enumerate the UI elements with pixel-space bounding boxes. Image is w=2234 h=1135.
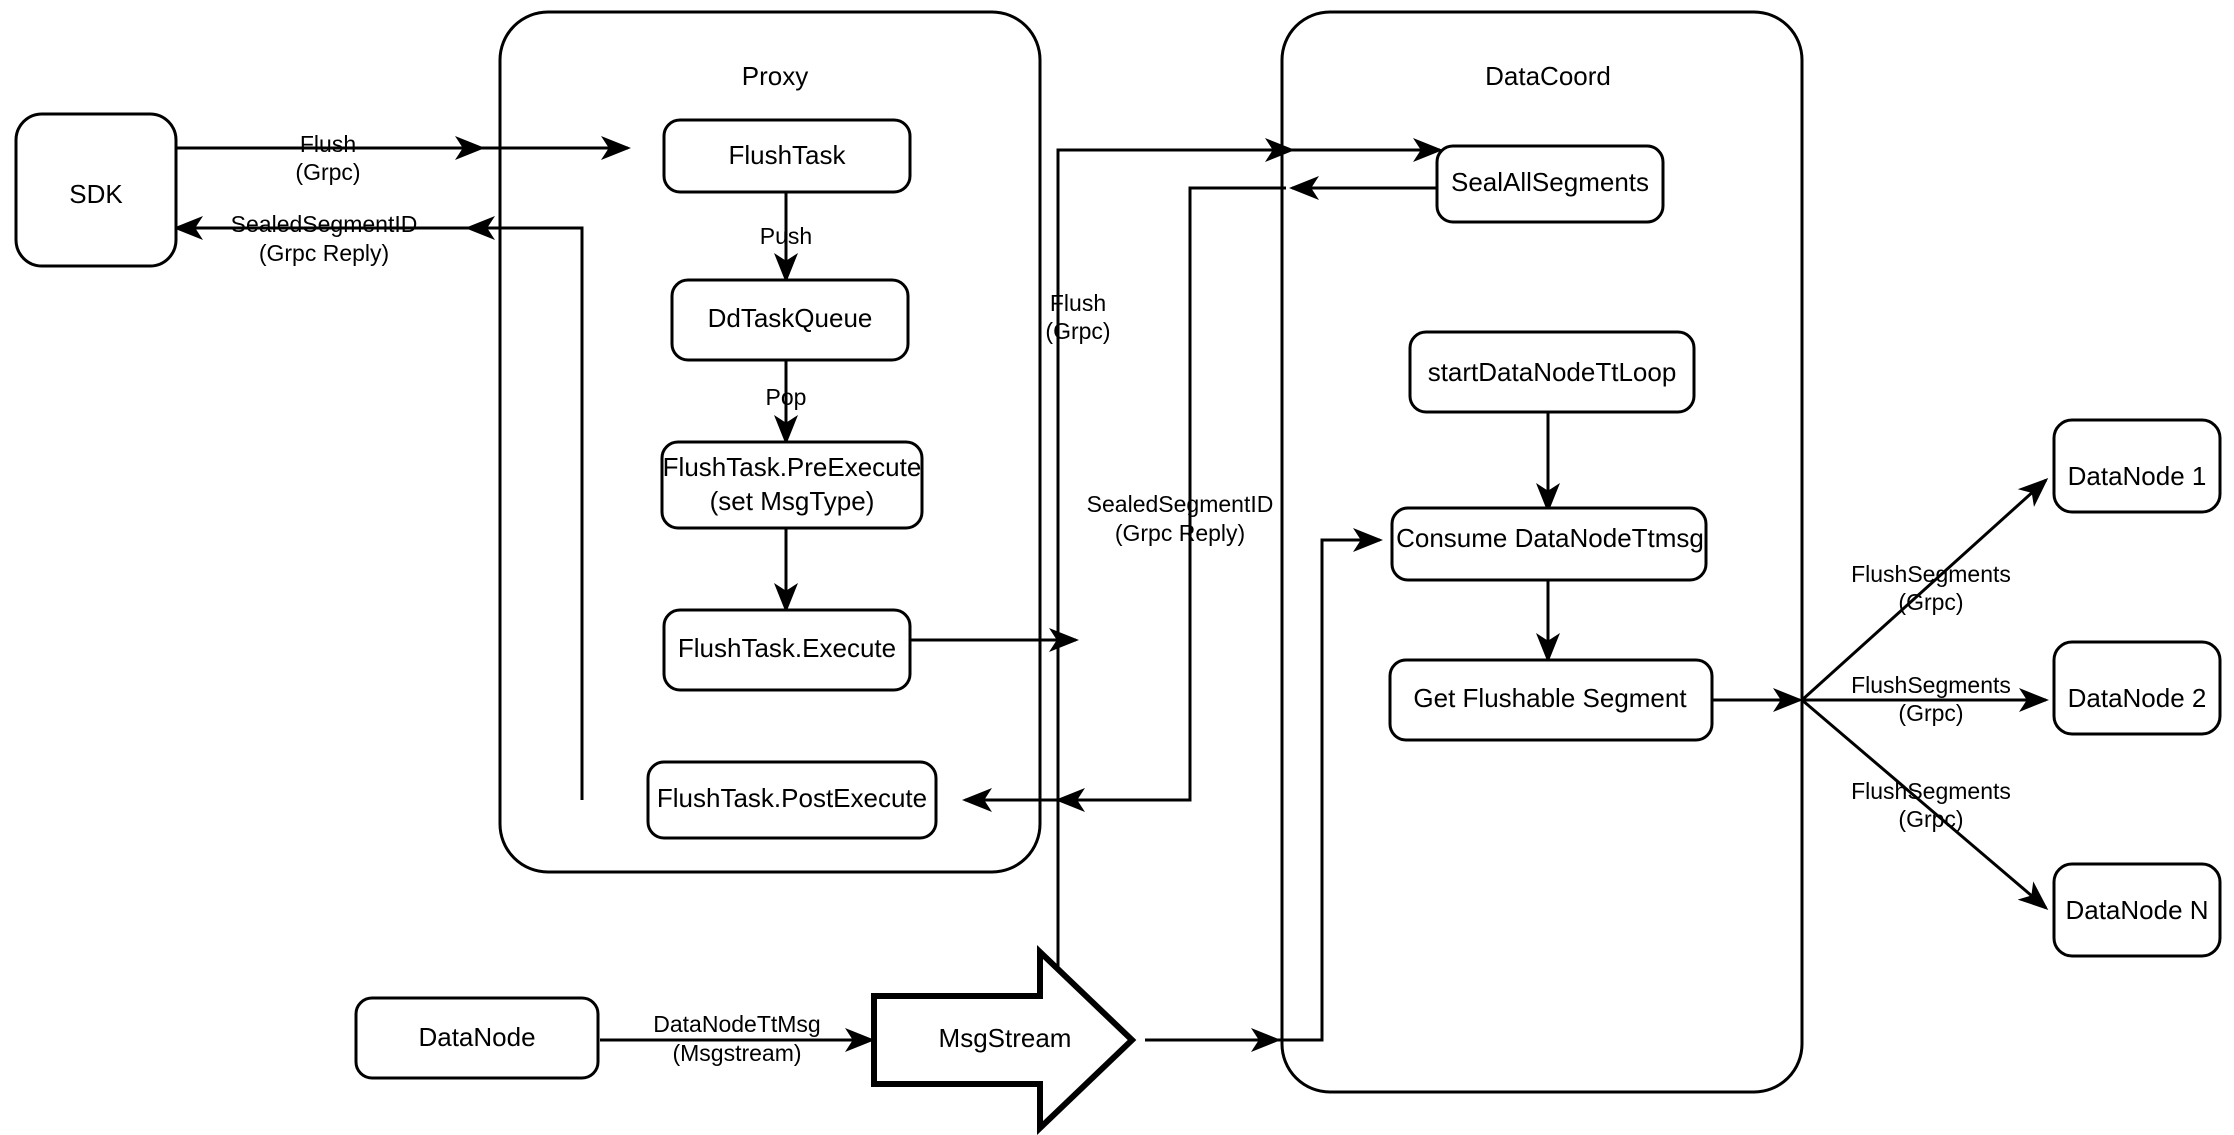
node-consumedatanodettmsg[interactable]: Consume DataNodeTtmsg xyxy=(1390,506,1708,582)
edge-label-sdk-to-proxy: Flush (Grpc) xyxy=(295,131,360,185)
proxy-title: Proxy xyxy=(742,61,808,91)
edge-label-flushsegments-2: FlushSegments (Grpc) xyxy=(1851,672,2011,726)
node-msgstream[interactable]: MsgStream xyxy=(871,944,1137,1135)
msgstream-label: MsgStream xyxy=(939,1023,1072,1053)
node-datanoden[interactable]: DataNode N xyxy=(2052,862,2222,958)
node-getflushablesegment[interactable]: Get Flushable Segment xyxy=(1388,658,1714,742)
edge-label-ttmsg-line2: (Msgstream) xyxy=(672,1040,801,1066)
edge-label-reply-line2: (Grpc Reply) xyxy=(259,240,389,266)
edge-label-proxy-to-datacoord: Flush (Grpc) xyxy=(1045,290,1110,344)
startdatanodettloop-label: startDataNodeTtLoop xyxy=(1428,357,1677,387)
datanoden-box[interactable] xyxy=(2052,862,2222,958)
sdk-box[interactable] xyxy=(14,112,178,268)
preexecute-label-line1: FlushTask.PreExecute xyxy=(663,452,922,482)
postexecute-box[interactable] xyxy=(646,760,938,840)
edge-label-fs1-line1: FlushSegments xyxy=(1851,561,2011,587)
flushtask-label: FlushTask xyxy=(728,140,846,170)
edge-postexecute-to-sdk xyxy=(173,216,584,800)
consumedatanodettmsg-box[interactable] xyxy=(1390,506,1708,582)
edge-label-sealedreply-line2: (Grpc Reply) xyxy=(1115,520,1245,546)
edge-label-proxy-to-sdk: SealedSegmentID (Grpc Reply) xyxy=(231,211,418,266)
preexecute-label-line2: (set MsgType) xyxy=(710,486,875,516)
node-sealallsegments[interactable]: SealAllSegments xyxy=(1435,144,1665,224)
edge-label-push-text: Push xyxy=(760,223,812,249)
edge-label-fs1-line2: (Grpc) xyxy=(1898,589,1963,615)
node-datanode2[interactable]: DataNode 2 xyxy=(2052,640,2222,736)
sealallsegments-label: SealAllSegments xyxy=(1451,167,1649,197)
datanode-bottom-label: DataNode xyxy=(418,1022,535,1052)
edge-label-flushsegments-n: FlushSegments (Grpc) xyxy=(1851,778,2011,832)
edge-label-ttmsg-line1: DataNodeTtMsg xyxy=(653,1011,820,1037)
edge-label-datacoord-to-proxy: SealedSegmentID (Grpc Reply) xyxy=(1087,491,1274,546)
consumedatanodettmsg-label: Consume DataNodeTtmsg xyxy=(1396,523,1704,553)
msgstream-arrow-shape[interactable] xyxy=(871,944,1137,1135)
edge-label-push: Push xyxy=(760,223,812,249)
datanoden-label: DataNode N xyxy=(2065,895,2208,925)
node-preexecute[interactable]: FlushTask.PreExecute (set MsgType) xyxy=(660,440,924,530)
edge-fanout-to-datanoden xyxy=(1801,698,2049,910)
edge-label-flushgrpc-line2: (Grpc) xyxy=(1045,318,1110,344)
edge-label-fsn-line1: FlushSegments xyxy=(1851,778,2011,804)
edge-datacoord-to-proxy-reply-path xyxy=(1058,186,1286,802)
datanode-bottom-box[interactable] xyxy=(354,996,600,1080)
node-execute[interactable]: FlushTask.Execute xyxy=(662,608,912,692)
edge-label-flush-line1: Flush xyxy=(300,131,356,157)
execute-label: FlushTask.Execute xyxy=(678,633,896,663)
edge-label-fs2-line2: (Grpc) xyxy=(1898,700,1963,726)
datacoord-title: DataCoord xyxy=(1485,61,1611,91)
edge-label-datanodettmsg: DataNodeTtMsg (Msgstream) xyxy=(653,1011,820,1066)
edge-fanout-to-datanode1 xyxy=(1800,477,2049,702)
getflushablesegment-label: Get Flushable Segment xyxy=(1413,683,1687,713)
edge-label-reply-line1: SealedSegmentID xyxy=(231,211,418,237)
startdatanodettloop-box[interactable] xyxy=(1408,330,1696,414)
datanode2-label: DataNode 2 xyxy=(2068,683,2207,713)
datanode1-label: DataNode 1 xyxy=(2068,461,2207,491)
sdk-label: SDK xyxy=(69,179,123,209)
node-datanode-bottom[interactable]: DataNode xyxy=(354,996,600,1080)
edge-label-flushgrpc-line1: Flush xyxy=(1050,290,1106,316)
ddtaskqueue-box[interactable] xyxy=(670,278,910,362)
node-startdatanodettloop[interactable]: startDataNodeTtLoop xyxy=(1408,330,1696,414)
edge-label-pop: Pop xyxy=(766,384,807,410)
datanode2-box[interactable] xyxy=(2052,640,2222,736)
ddtaskqueue-label: DdTaskQueue xyxy=(708,303,873,333)
execute-box[interactable] xyxy=(662,608,912,692)
node-postexecute[interactable]: FlushTask.PostExecute xyxy=(646,760,938,840)
edge-proxy-to-datacoord-flush-path xyxy=(1056,148,1286,640)
preexecute-box[interactable] xyxy=(660,440,924,530)
getflushablesegment-box[interactable] xyxy=(1388,658,1714,742)
flushtask-box[interactable] xyxy=(662,118,912,194)
node-flushtask[interactable]: FlushTask xyxy=(662,118,912,194)
edge-label-flushsegments-1: FlushSegments (Grpc) xyxy=(1851,561,2011,615)
edge-label-fsn-line2: (Grpc) xyxy=(1898,806,1963,832)
edge-msgstream-rail-to-consume xyxy=(1278,528,1383,1042)
node-ddtaskqueue[interactable]: DdTaskQueue xyxy=(670,278,910,362)
edge-label-fs2-line1: FlushSegments xyxy=(1851,672,2011,698)
postexecute-label: FlushTask.PostExecute xyxy=(657,783,927,813)
node-datanode1[interactable]: DataNode 1 xyxy=(2052,418,2222,514)
sealallsegments-box[interactable] xyxy=(1435,144,1665,224)
edge-label-flush-line2: (Grpc) xyxy=(295,159,360,185)
datanode1-box[interactable] xyxy=(2052,418,2222,514)
edge-label-pop-text: Pop xyxy=(766,384,807,410)
node-sdk[interactable]: SDK xyxy=(14,112,178,268)
edge-label-sealedreply-line1: SealedSegmentID xyxy=(1087,491,1274,517)
